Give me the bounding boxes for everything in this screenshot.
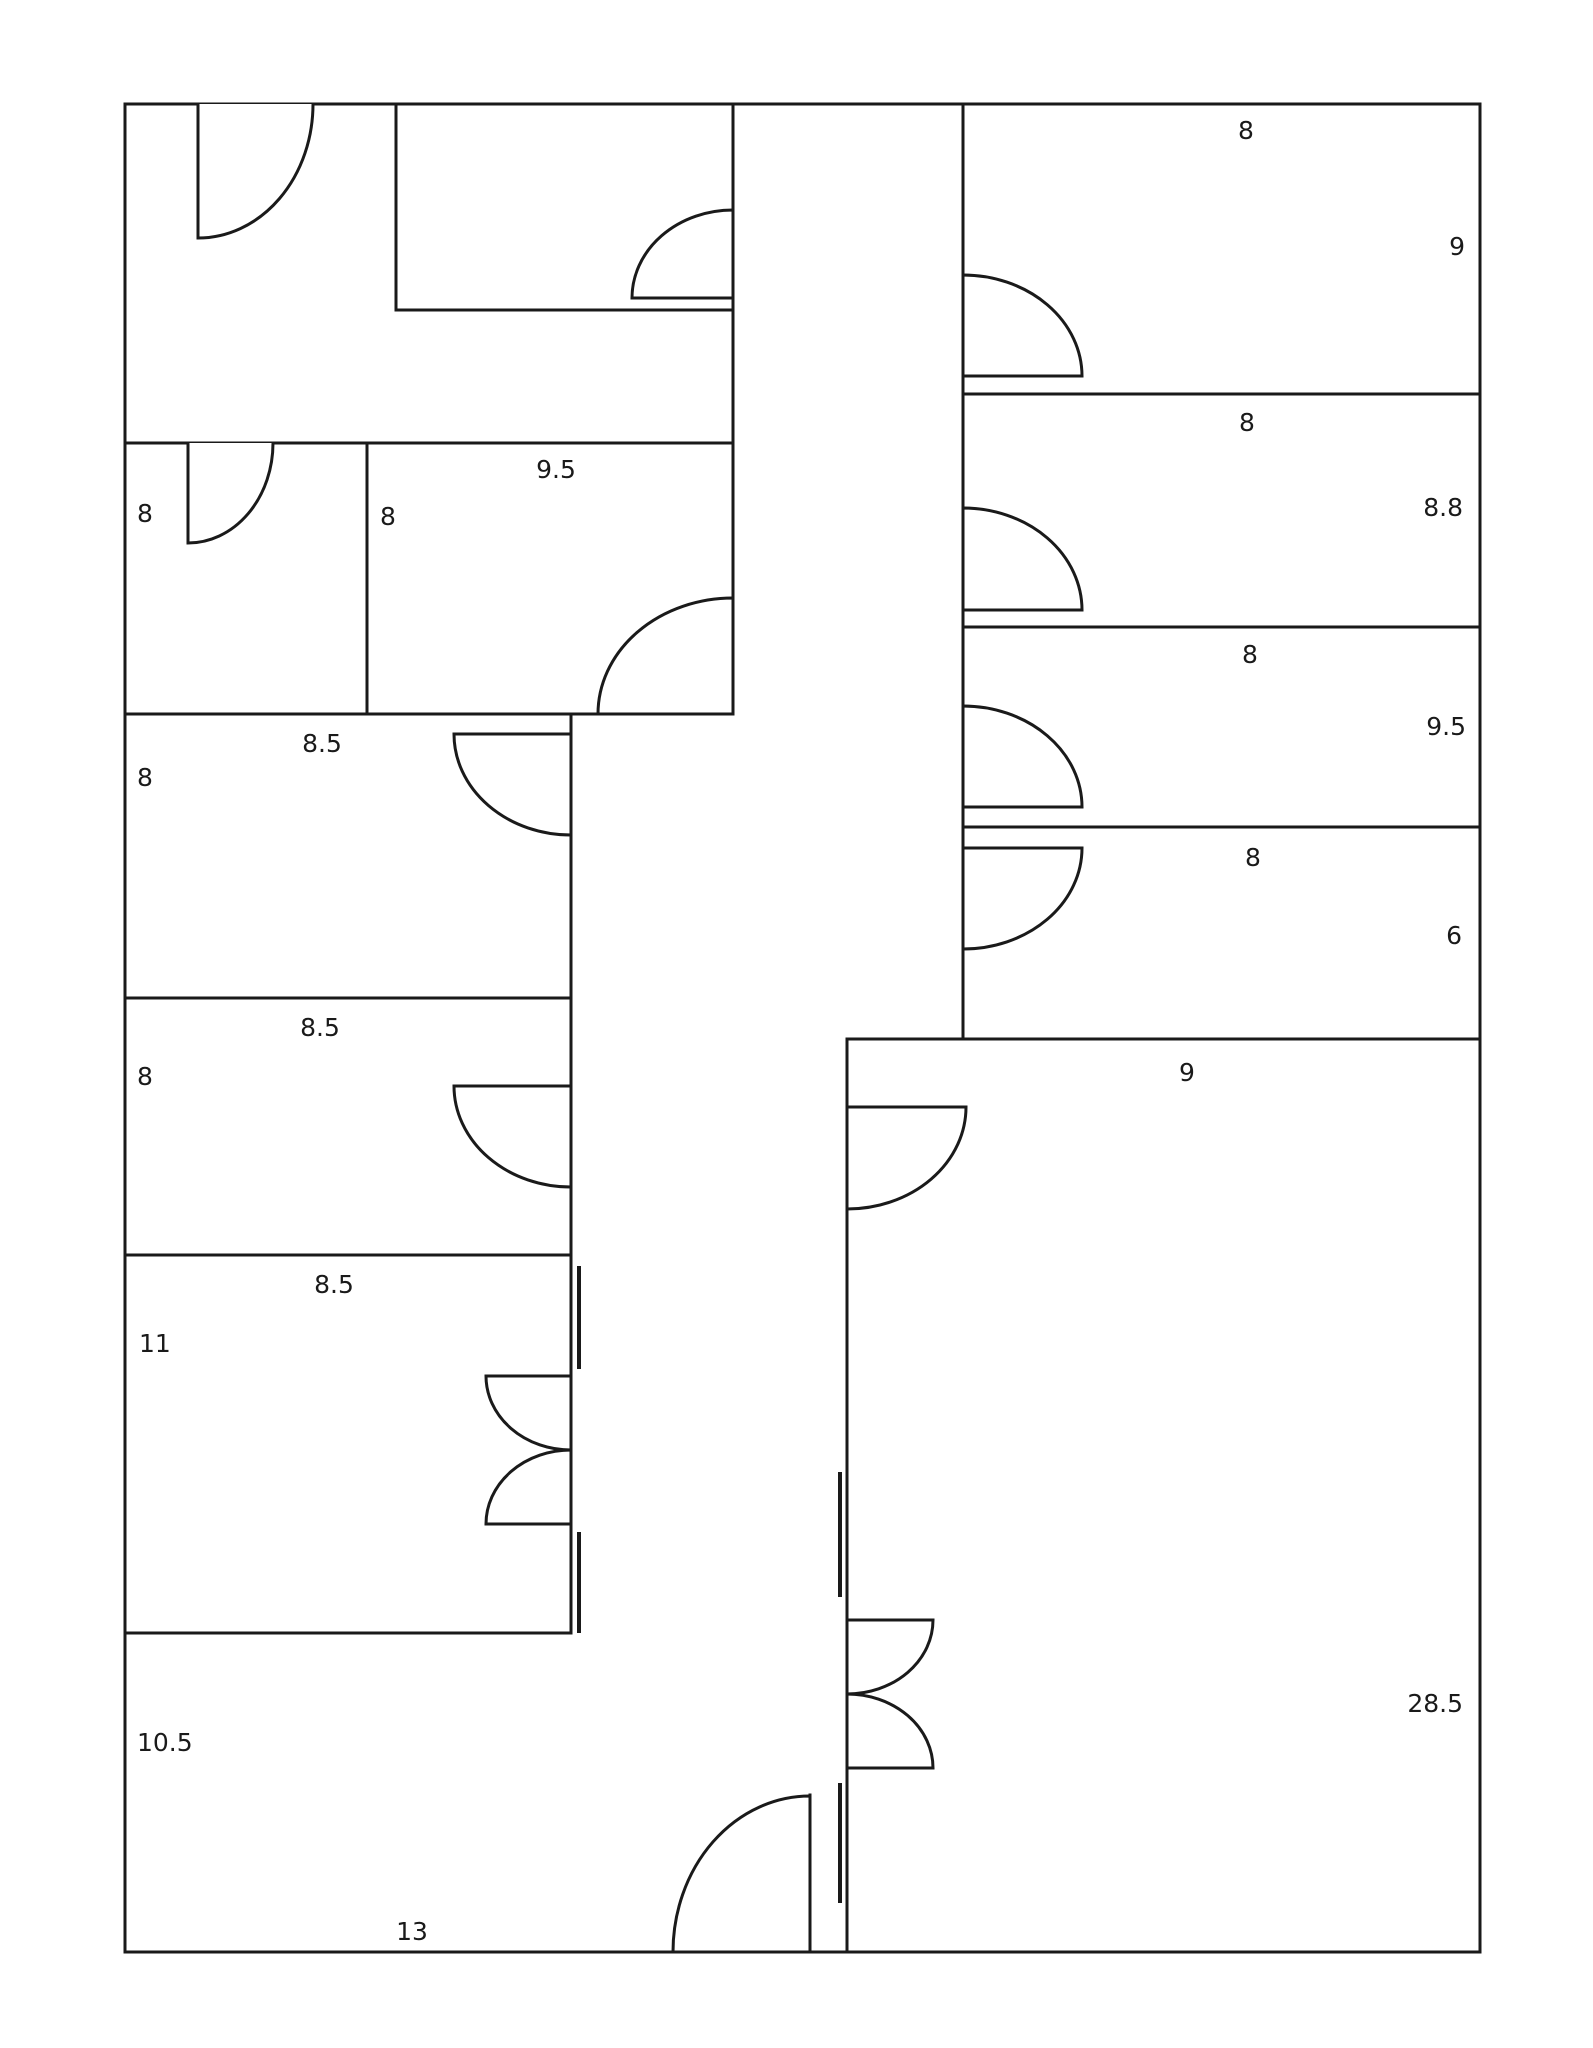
door-swing-icon bbox=[845, 1618, 935, 1696]
dimension-labels: 8 9 8 8.8 8 9.5 8 6 8 8 9.5 8.5 8 8.5 8 … bbox=[137, 116, 1466, 1946]
room-width-label: 8 bbox=[1242, 640, 1258, 669]
door-swing-icon bbox=[196, 103, 315, 240]
door-swing-icon bbox=[961, 506, 1084, 612]
door-swing-icon bbox=[484, 1374, 573, 1452]
room-depth-label: 8.8 bbox=[1423, 493, 1463, 522]
room-width-label: 8.5 bbox=[314, 1270, 354, 1299]
room-width-label: 8.5 bbox=[300, 1013, 340, 1042]
room-depth-label: 9.5 bbox=[1426, 712, 1466, 741]
room-depth-label: 8 bbox=[137, 763, 153, 792]
door-swing-icon bbox=[484, 1448, 573, 1526]
room-depth-label: 10.5 bbox=[137, 1728, 193, 1757]
room-width-label: 8 bbox=[1239, 408, 1255, 437]
doors bbox=[186, 103, 1084, 1954]
room-depth-label: 8 bbox=[137, 499, 153, 528]
room-depth-label: 11 bbox=[139, 1329, 171, 1358]
room-width-label: 9 bbox=[1179, 1058, 1195, 1087]
room-depth-label: 8 bbox=[137, 1062, 153, 1091]
door-swing-icon bbox=[452, 732, 573, 837]
door-swing-icon bbox=[845, 1105, 968, 1211]
door-swing-icon bbox=[961, 704, 1084, 809]
door-swing-icon bbox=[845, 1692, 935, 1770]
door-swing-icon bbox=[961, 273, 1084, 378]
room-depth-label: 9 bbox=[1449, 232, 1465, 261]
door-swing-icon bbox=[452, 1084, 573, 1189]
room-width-label: 8.5 bbox=[302, 729, 342, 758]
door-swing-icon bbox=[961, 846, 1084, 951]
room-depth-label: 8 bbox=[380, 502, 396, 531]
room-depth-label: 28.5 bbox=[1407, 1689, 1463, 1718]
door-swing-icon bbox=[671, 1794, 812, 1954]
door-swing-icon bbox=[630, 208, 735, 300]
room-width-label: 9.5 bbox=[536, 455, 576, 484]
door-swing-icon bbox=[186, 442, 275, 545]
room-width-label: 8 bbox=[1238, 116, 1254, 145]
room-width-label: 8 bbox=[1245, 843, 1261, 872]
door-swing-icon bbox=[596, 596, 735, 716]
room-width-label: 13 bbox=[396, 1917, 428, 1946]
room-depth-label: 6 bbox=[1446, 921, 1462, 950]
